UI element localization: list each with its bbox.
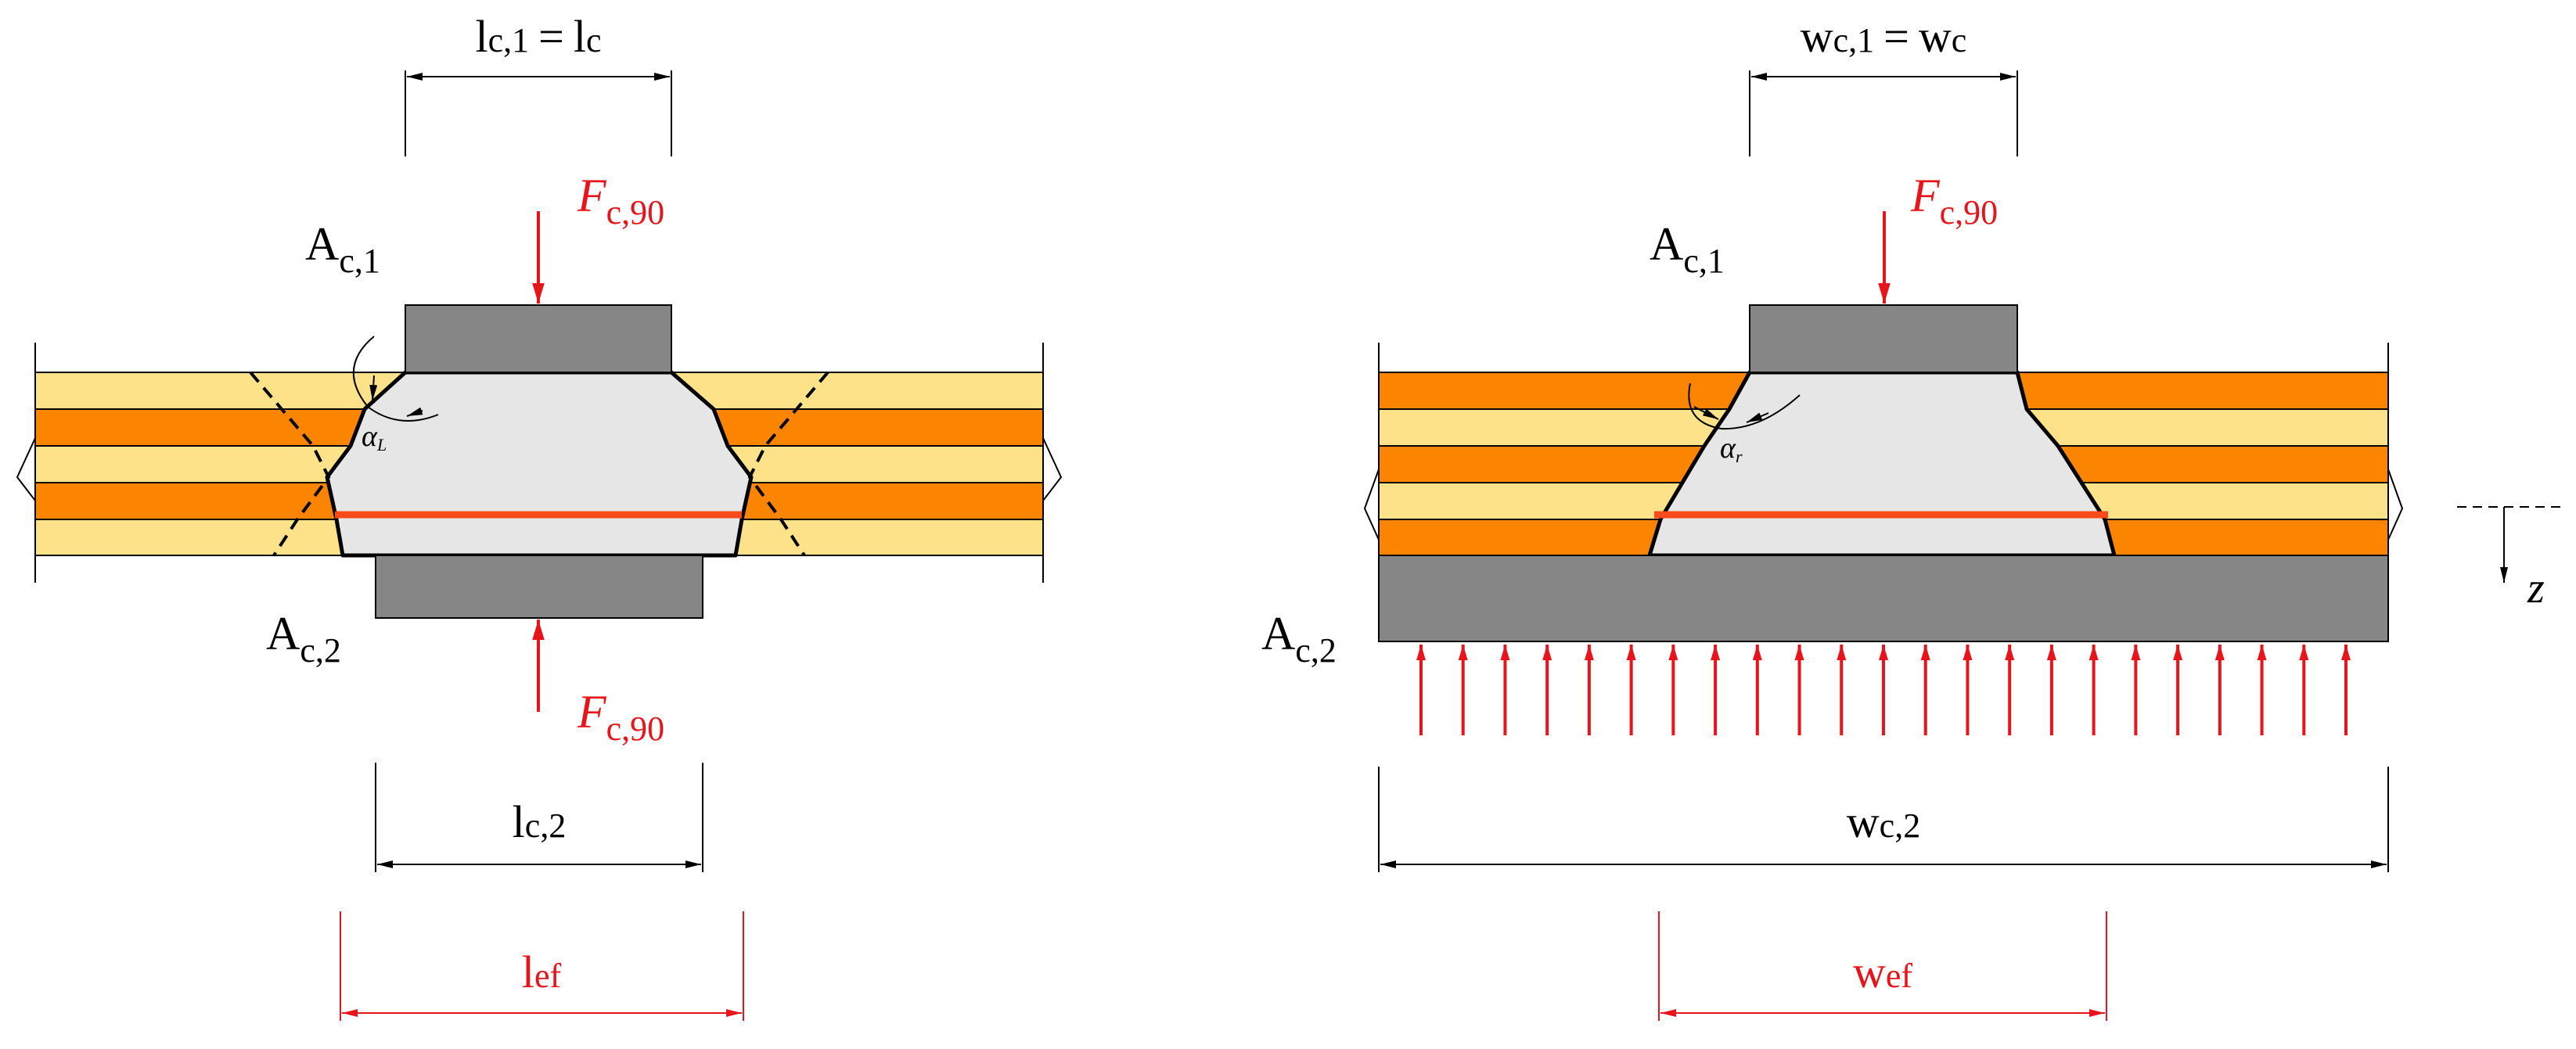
right-top-dimension <box>1749 70 2018 156</box>
right-area-bottom-label: Ac,2 <box>1261 608 1337 670</box>
right-bottom-dimension <box>1378 767 2389 872</box>
left-area-top-label: Ac,1 <box>305 218 380 280</box>
right-break-mark-left <box>1363 469 1380 541</box>
z-axis-indicator <box>2457 506 2560 583</box>
left-top-dimension-label: lc,1=lc <box>475 11 601 62</box>
right-break-mark-right <box>2387 469 2404 541</box>
left-top-plate <box>405 304 672 373</box>
right-effective-label: wef <box>1853 947 1912 997</box>
left-angle-label: αL <box>362 420 387 454</box>
right-effective-dimension <box>1658 911 2107 1021</box>
right-angle-label: αr <box>1720 432 1743 466</box>
left-spread-dashed-1 <box>249 371 331 557</box>
left-top-dimension <box>405 70 672 156</box>
left-angle-pointer-2 <box>406 407 423 417</box>
left-stress-spread-zone <box>325 370 754 558</box>
left-break-mark-left <box>16 437 36 501</box>
left-bottom-dimension-label: lc,2 <box>513 796 567 847</box>
left-area-bottom-label: Ac,2 <box>266 608 341 670</box>
left-angle-arc <box>352 336 439 422</box>
left-bottom-dimension <box>375 763 703 872</box>
left-effective-label: lef <box>522 947 562 997</box>
right-angle-pointer-2 <box>1746 412 1769 423</box>
left-force-top-label: Fc,90 <box>577 170 664 232</box>
distributed-load <box>1416 645 2351 735</box>
right-area-top-label: Ac,1 <box>1650 218 1725 280</box>
left-figure: αL lc,1=lc Fc,90 Ac,1 Ac,2 Fc,90 lc,2 <box>16 11 1063 1021</box>
right-top-plate <box>1749 304 2018 373</box>
right-bottom-dimension-label: wc,2 <box>1847 796 1920 847</box>
right-figure: αr wc,1=wc Fc,90 Ac,1 Ac,2 z wc,2 <box>1261 11 2560 1021</box>
left-angle-pointer-1 <box>369 375 378 401</box>
right-force-top-label: Fc,90 <box>1910 170 1998 232</box>
right-angle-pointer-1 <box>1693 406 1719 420</box>
left-break-mark-right <box>1042 437 1063 501</box>
z-axis-label: z <box>2527 564 2545 613</box>
left-force-bottom-label: Fc,90 <box>577 686 664 748</box>
left-effective-dimension <box>340 911 744 1021</box>
left-bottom-plate <box>375 555 703 619</box>
right-top-dimension-label: wc,1=wc <box>1801 11 1967 62</box>
right-angle-arc <box>1688 383 1801 430</box>
left-spread-dashed-2 <box>747 371 829 557</box>
right-support-plate <box>1378 555 2389 642</box>
